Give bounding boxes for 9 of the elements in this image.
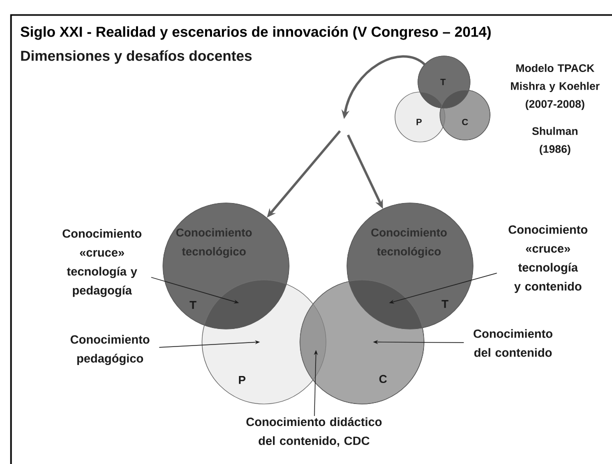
annotation-text: Conocimiento pedagógico [70,334,150,366]
title: Siglo XXI - Realidad y escenarios de innovación (V Congreso – 2014) [20,26,491,40]
annotation-text: Conocimiento «cruce» tecnología y contenido [508,225,588,293]
reference-text: Modelo TPACK Mishra y Koehler (2007-2008) [510,64,600,110]
annotation-text: Conocimiento «cruce» tecnología y pedagogía [62,229,142,297]
annotation-text: Conocimiento del contenido [474,329,552,357]
subtitle: Dimensiones y desafíos docentes [21,50,252,64]
annotation-text: Conocimiento didáctico del contenido, CDC [246,417,382,447]
reference-text: Shulman (1986) [532,126,578,156]
